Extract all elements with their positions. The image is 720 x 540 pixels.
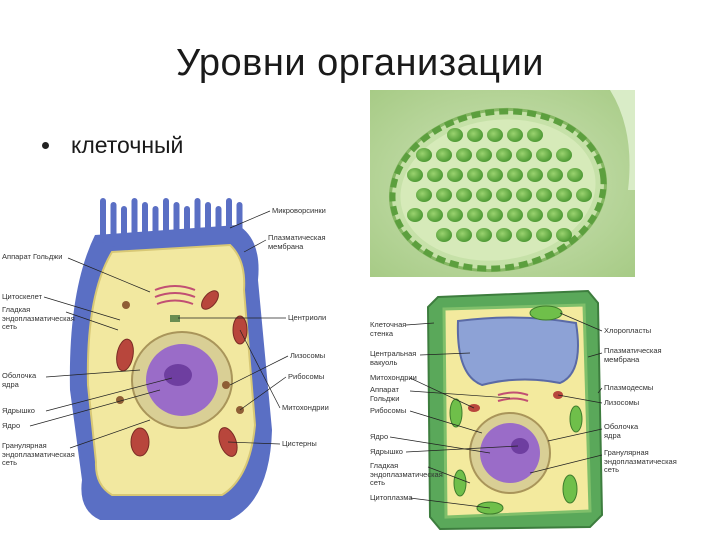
plant-label-central-vacuole: Центральная вакуоль: [370, 349, 417, 367]
animal-label-golgi: Аппарат Гольджи: [2, 252, 63, 261]
plant-label-nuclear-envelope: Оболочка ядра: [604, 422, 639, 440]
plant-cell-illustration: [370, 283, 655, 535]
plant-label-plasma-membrane: Плазматическая мембрана: [604, 346, 662, 364]
animal-label-rough-er: Гранулярная эндоплазматическая сеть: [2, 441, 75, 467]
plant-label-chloroplasts: Хлоропласты: [604, 326, 652, 335]
plant-label-smooth-er: Гладкая эндоплазматическая сеть: [370, 461, 443, 487]
animal-label-nucleus: Ядро: [2, 421, 21, 430]
bullet-item: клеточный: [42, 132, 183, 159]
animal-label-microvilli: Микроворсинки: [272, 206, 326, 215]
animal-label-ribosomes: Рибосомы: [288, 372, 325, 381]
plant-label-golgi: Аппарат Гольджи: [370, 385, 400, 403]
cell-micrograph-image: [370, 90, 635, 277]
cell-micrograph: [370, 90, 635, 277]
animal-label-smooth-er: Гладкая эндоплазматическая сеть: [2, 305, 75, 331]
slide-title: Уровни организации: [175, 42, 545, 84]
animal-label-centrioles: Центриоли: [288, 313, 327, 322]
animal-label-nuclear-envelope: Оболочка ядра: [2, 371, 37, 389]
plant-cell-diagram: Клеточная стенка Центральная вакуоль Мит…: [370, 283, 677, 535]
plant-label-lysosomes: Лизосомы: [604, 398, 640, 407]
plant-label-nucleolus: Ядрышко: [370, 447, 403, 456]
plant-label-plasmodesmata: Плазмодесмы: [604, 383, 654, 392]
animal-label-plasma-membrane: Плазматическая мембрана: [268, 233, 326, 251]
animal-cell-diagram: Аппарат Гольджи Цитоскелет Гладкая эндоп…: [0, 180, 335, 530]
plant-label-ribosomes: Рибосомы: [370, 406, 407, 415]
animal-label-cisterns: Цистерны: [282, 439, 317, 448]
animal-label-lysosomes: Лизосомы: [290, 351, 326, 360]
animal-label-mitochondria: Митохондрии: [282, 403, 329, 412]
animal-label-cytoskeleton: Цитоскелет: [2, 292, 43, 301]
animal-cell-illustration: [0, 180, 335, 530]
plant-label-cell-wall: Клеточная стенка: [370, 320, 407, 338]
animal-label-nucleolus: Ядрышко: [2, 406, 35, 415]
plant-label-rough-er: Гранулярная эндоплазматическая сеть: [604, 448, 677, 474]
plant-label-nucleus: Ядро: [370, 432, 389, 441]
plant-label-mitochondria: Митохондрии: [370, 373, 417, 382]
bullet-text: клеточный: [71, 132, 184, 158]
bullet-dot-icon: [42, 142, 49, 149]
plant-label-cytoplasm: Цитоплазма: [370, 493, 413, 502]
